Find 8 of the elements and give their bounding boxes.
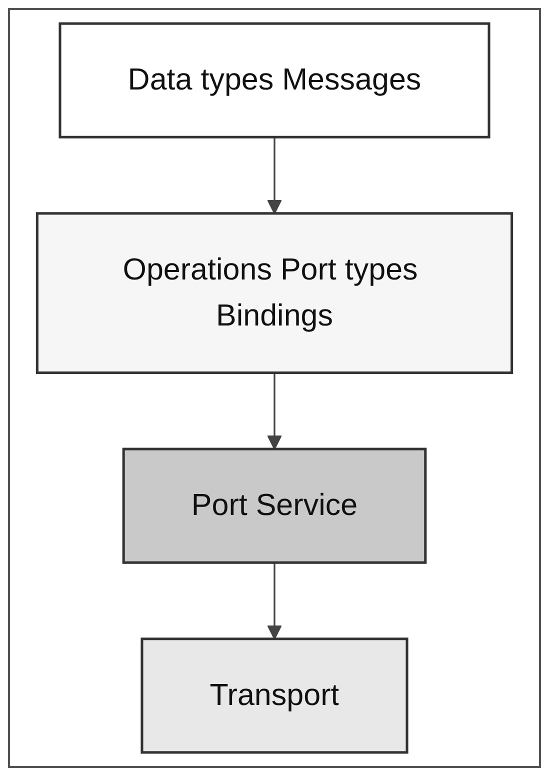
arrow [267, 562, 282, 640]
node-box [140, 638, 408, 754]
node-box [36, 212, 514, 374]
arrow [267, 372, 282, 450]
node-box [122, 448, 427, 564]
frame-border: Data types Messages Operations Port types Bindings Port Service Transport [8, 8, 541, 768]
node-box [58, 22, 490, 138]
arrow [267, 137, 282, 214]
